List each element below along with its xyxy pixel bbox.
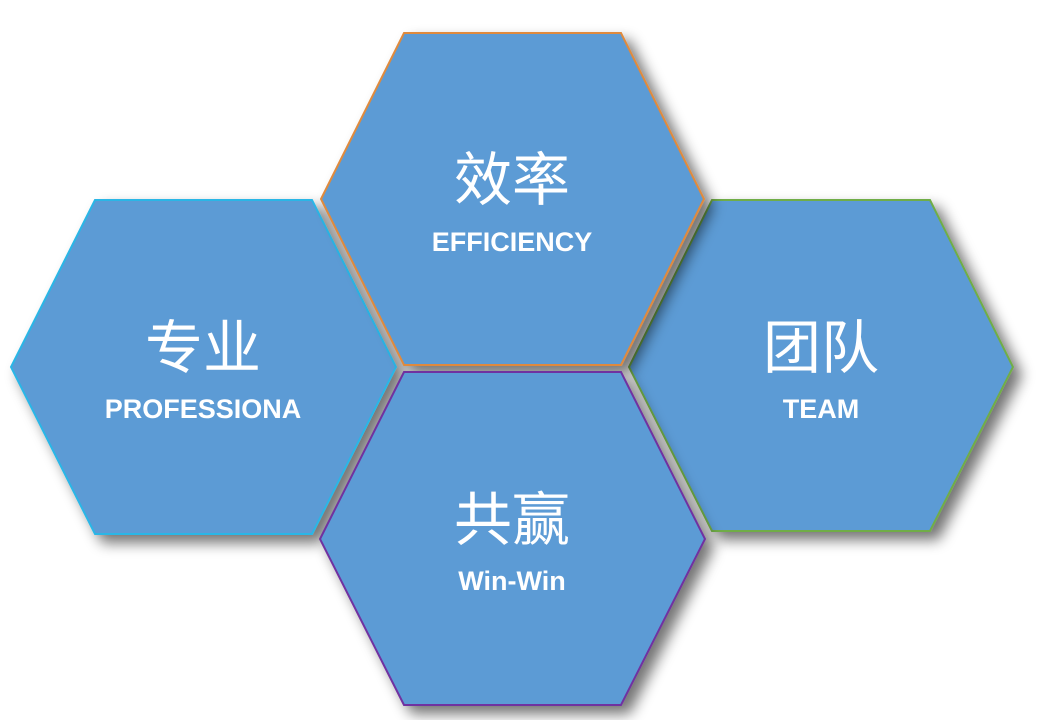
hexagon-team-title: 团队 xyxy=(763,314,879,382)
hexagon-professional: 专业 PROFESSIONA xyxy=(9,199,398,535)
hexagon-winwin-subtitle: Win-Win xyxy=(458,566,565,596)
hexagon-professional-subtitle: PROFESSIONA xyxy=(105,394,302,424)
hexagon-team: 团队 TEAM xyxy=(627,199,1015,532)
hexagon-efficiency-subtitle: EFFICIENCY xyxy=(432,227,593,257)
hexagon-efficiency-title: 效率 xyxy=(454,146,570,214)
hexagon-professional-shape xyxy=(9,199,398,535)
hexagon-winwin: 共赢 Win-Win xyxy=(318,371,707,706)
hexagon-winwin-shape xyxy=(318,371,707,706)
hexagon-efficiency-shape xyxy=(319,32,706,366)
hexagon-winwin-title: 共赢 xyxy=(454,486,570,554)
hexagon-efficiency: 效率 EFFICIENCY xyxy=(319,32,706,366)
hexagon-professional-title: 专业 xyxy=(145,314,261,382)
hexagon-team-shape xyxy=(627,199,1015,532)
hexagon-team-subtitle: TEAM xyxy=(783,394,860,424)
